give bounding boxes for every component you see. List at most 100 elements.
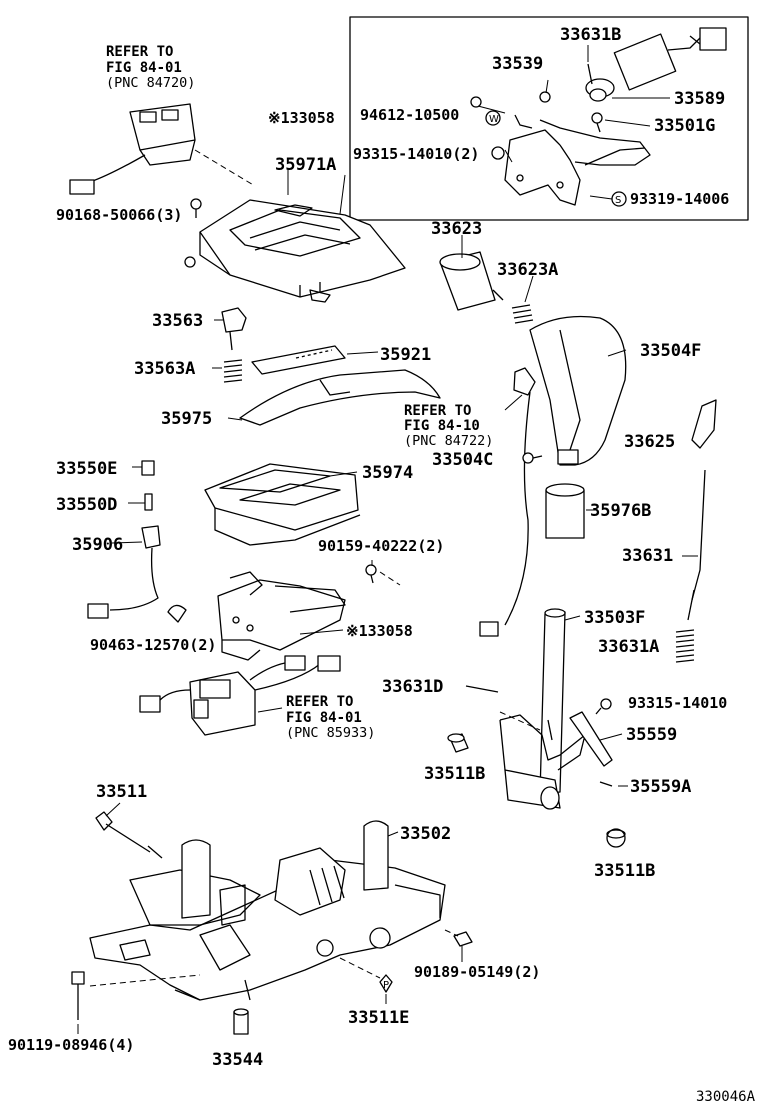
switch-84720: [69, 103, 196, 195]
bumper-33544: [233, 1008, 249, 1035]
label-33058-top: ※133058: [268, 109, 335, 127]
label-33623a: 33623A: [497, 260, 558, 280]
clip-90189: [453, 931, 473, 947]
pin-35559a: [599, 781, 613, 787]
label-33511b-a: 33511B: [424, 764, 485, 784]
label-33623: 33623: [431, 219, 482, 239]
bolt-33501g: [591, 112, 603, 133]
shift-lock-bracket: [504, 114, 651, 206]
spring-washer-s-symbol: S: [615, 195, 621, 206]
label-33631: 33631: [622, 546, 673, 566]
insert-33625: [691, 399, 717, 449]
clamp-90463: [167, 604, 187, 623]
label-33631d: 33631D: [382, 677, 443, 697]
ref3-line2: FIG 84-01: [286, 710, 362, 726]
label-35975: 35975: [161, 409, 212, 429]
label-35921: 35921: [380, 345, 431, 365]
label-33502: 33502: [400, 824, 451, 844]
label-33539: 33539: [492, 54, 543, 74]
label-33589: 33589: [674, 89, 725, 109]
screw-93315-icon: [491, 146, 505, 160]
pin-33631d: [465, 685, 499, 693]
label-33058-mid: ※133058: [346, 622, 413, 640]
ref1-line3: (PNC 84720): [106, 75, 195, 91]
ref3-line3: (PNC 85933): [286, 725, 375, 741]
label-35906: 35906: [72, 535, 123, 555]
ref3-line1: REFER TO: [286, 694, 353, 710]
button-33563: [221, 307, 247, 351]
label-33544: 33544: [212, 1050, 263, 1070]
shift-base-33502: [89, 820, 446, 1001]
label-33550e: 33550E: [56, 459, 117, 479]
ref1-line1: REFER TO: [106, 44, 173, 60]
housing-35974: [204, 463, 361, 546]
label-33631a: 33631A: [598, 637, 659, 657]
label-33503f: 33503F: [584, 608, 645, 628]
ref2-line3: (PNC 84722): [404, 433, 493, 449]
label-90463: 90463-12570(2): [90, 636, 216, 654]
spring-33623a: [511, 304, 534, 324]
label-93315-2: 93315-14010(2): [353, 145, 479, 163]
label-35971a: 35971A: [275, 155, 336, 175]
label-35559: 35559: [626, 725, 677, 745]
label-35974: 35974: [362, 463, 413, 483]
screw-93315: [595, 698, 612, 715]
bezel-35975: [239, 369, 441, 426]
bushing-33511b-a: [447, 733, 469, 753]
connector-85933: [139, 655, 341, 736]
label-94612: 94612-10500: [360, 106, 459, 124]
label-35559a: 35559A: [630, 777, 691, 797]
label-33550d: 33550D: [56, 495, 117, 515]
shift-lock-solenoid-33623: [439, 251, 504, 311]
screw-90168: [190, 198, 202, 218]
screw-33504c: [522, 452, 543, 464]
ref2-line2: FIG 84-10: [404, 418, 480, 434]
inset-frame: [349, 16, 749, 221]
rod-33631: [687, 469, 706, 621]
ref1-line2: FIG 84-01: [106, 60, 182, 76]
diagram-code: 330046A: [696, 1089, 756, 1105]
solenoid-assembly: [585, 27, 727, 102]
bushing-33511b-b: [606, 828, 626, 848]
washer-w-icon: [485, 110, 501, 126]
console-panel-35971a: [184, 199, 406, 303]
spring-33563a: [223, 359, 243, 383]
pin-p-symbol: P: [383, 980, 389, 991]
shift-lock-assembly-33058: [217, 571, 346, 661]
label-33504c: 33504C: [432, 450, 493, 470]
label-33563: 33563: [152, 311, 203, 331]
spring-33631a: [675, 629, 695, 663]
label-90159: 90159-40222(2): [318, 537, 444, 555]
screw-94612: [470, 96, 482, 108]
label-93315: 93315-14010: [628, 694, 727, 712]
cable-84722: [479, 367, 536, 637]
shift-lever-33503f: [499, 608, 586, 810]
label-93319: 93319-14006: [630, 190, 729, 208]
bolt-90119: [71, 971, 85, 1020]
label-90119: 90119-08946(4): [8, 1036, 134, 1054]
label-33511e: 33511E: [348, 1008, 409, 1028]
screw-90159: [365, 564, 377, 584]
pin-33511e-icon: [379, 974, 393, 993]
shift-knob-33504f: [529, 315, 627, 466]
label-33511b-b: 33511B: [594, 861, 655, 881]
label-33511: 33511: [96, 782, 147, 802]
label-33563a: 33563A: [134, 359, 195, 379]
label-35976b: 35976B: [590, 501, 651, 521]
label-33631b: 33631B: [560, 25, 621, 45]
socket-35906: [87, 525, 161, 619]
lamp-33550d: [144, 493, 153, 511]
label-33625: 33625: [624, 432, 675, 452]
label-90168: 90168-50066(3): [56, 206, 182, 224]
nut-33539: [539, 91, 551, 103]
label-90189: 90189-05149(2): [414, 963, 540, 981]
indicator-plate-35921: [251, 345, 346, 375]
link-35559: [569, 711, 613, 767]
cap-33550e: [141, 460, 155, 476]
bolt-33511: [95, 811, 163, 859]
label-33504f: 33504F: [640, 341, 701, 361]
washer-w-symbol: W: [489, 114, 499, 125]
ref2-line1: REFER TO: [404, 403, 471, 419]
pin-33631b: [587, 63, 593, 85]
